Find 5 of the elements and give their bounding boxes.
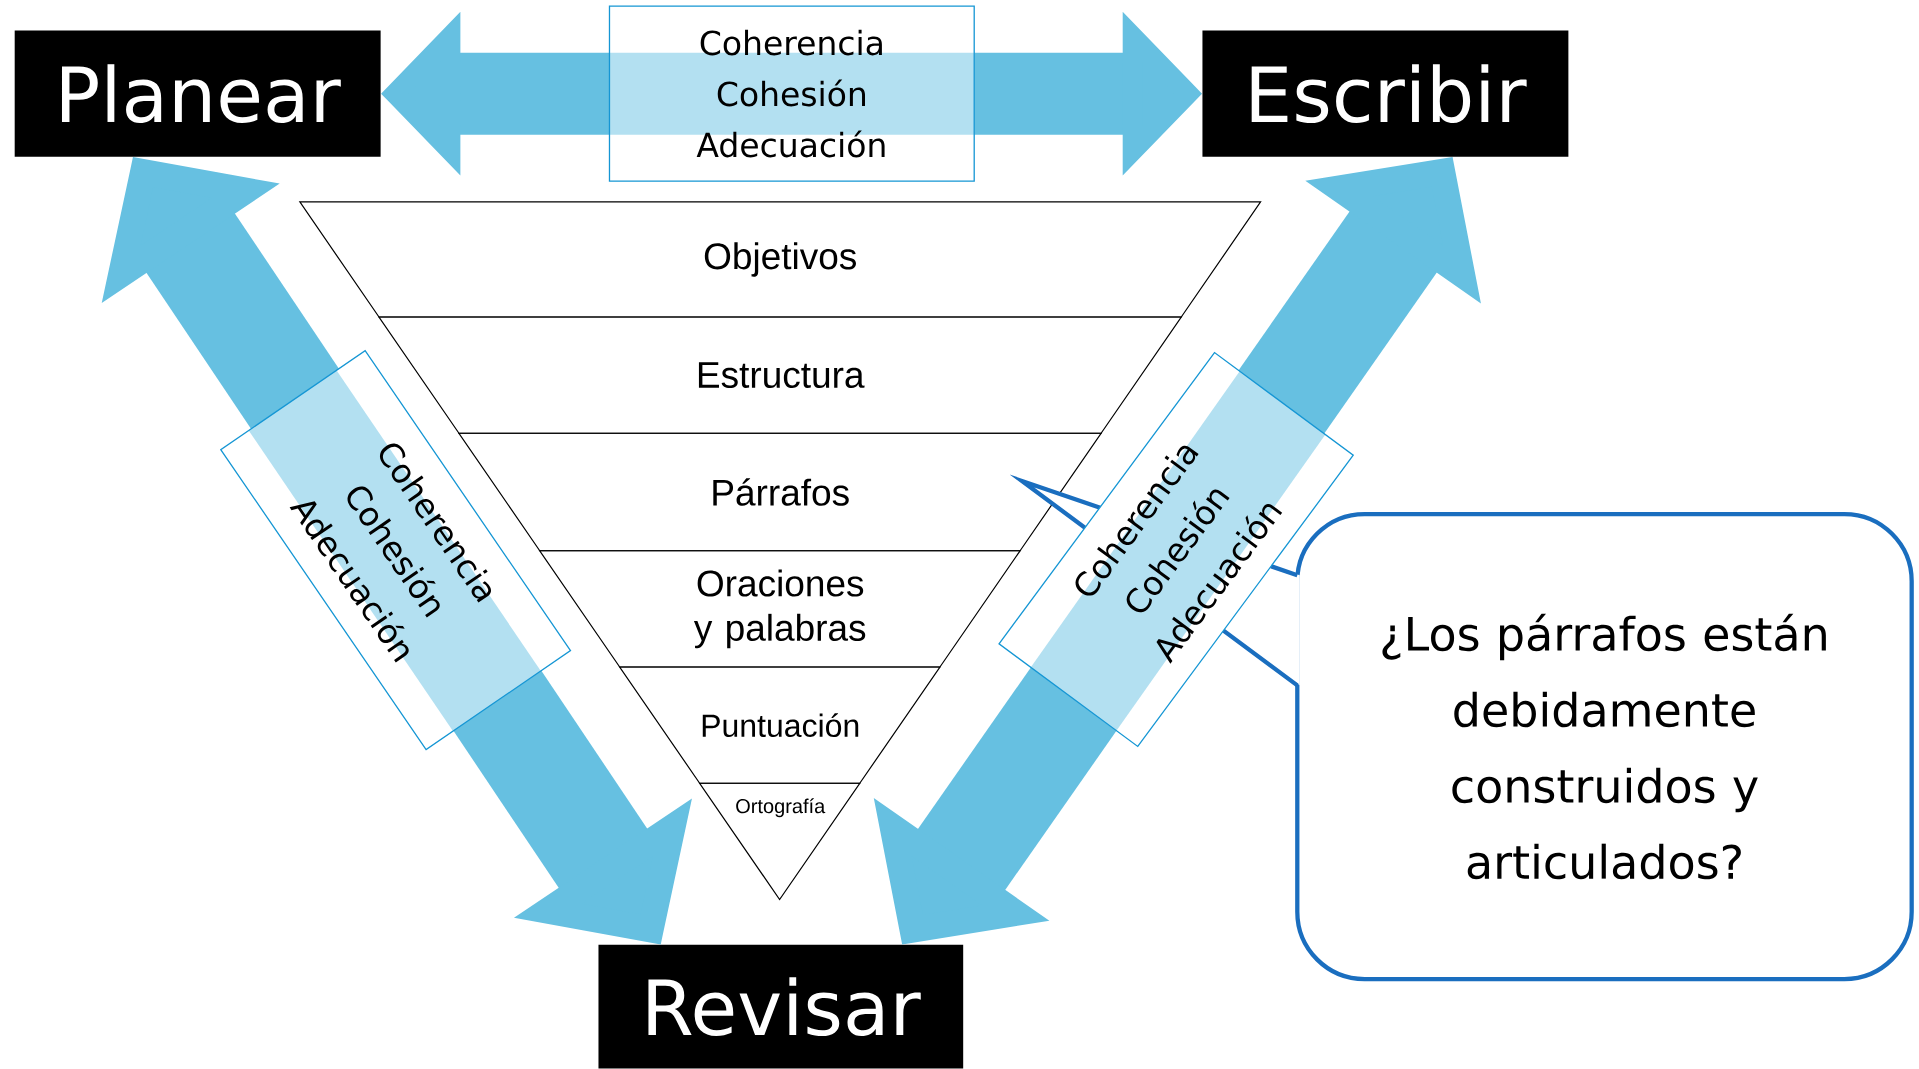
speech-bubble: ¿Los párrafos están debidamente construidos y articulados?: [1295, 511, 1914, 982]
edge-label: Coherencia Cohesión Adecuación: [608, 5, 975, 182]
stage-box: Revisar: [598, 944, 964, 1069]
stage-box: Escribir: [1202, 30, 1569, 157]
stage-box: Planear: [14, 30, 381, 157]
